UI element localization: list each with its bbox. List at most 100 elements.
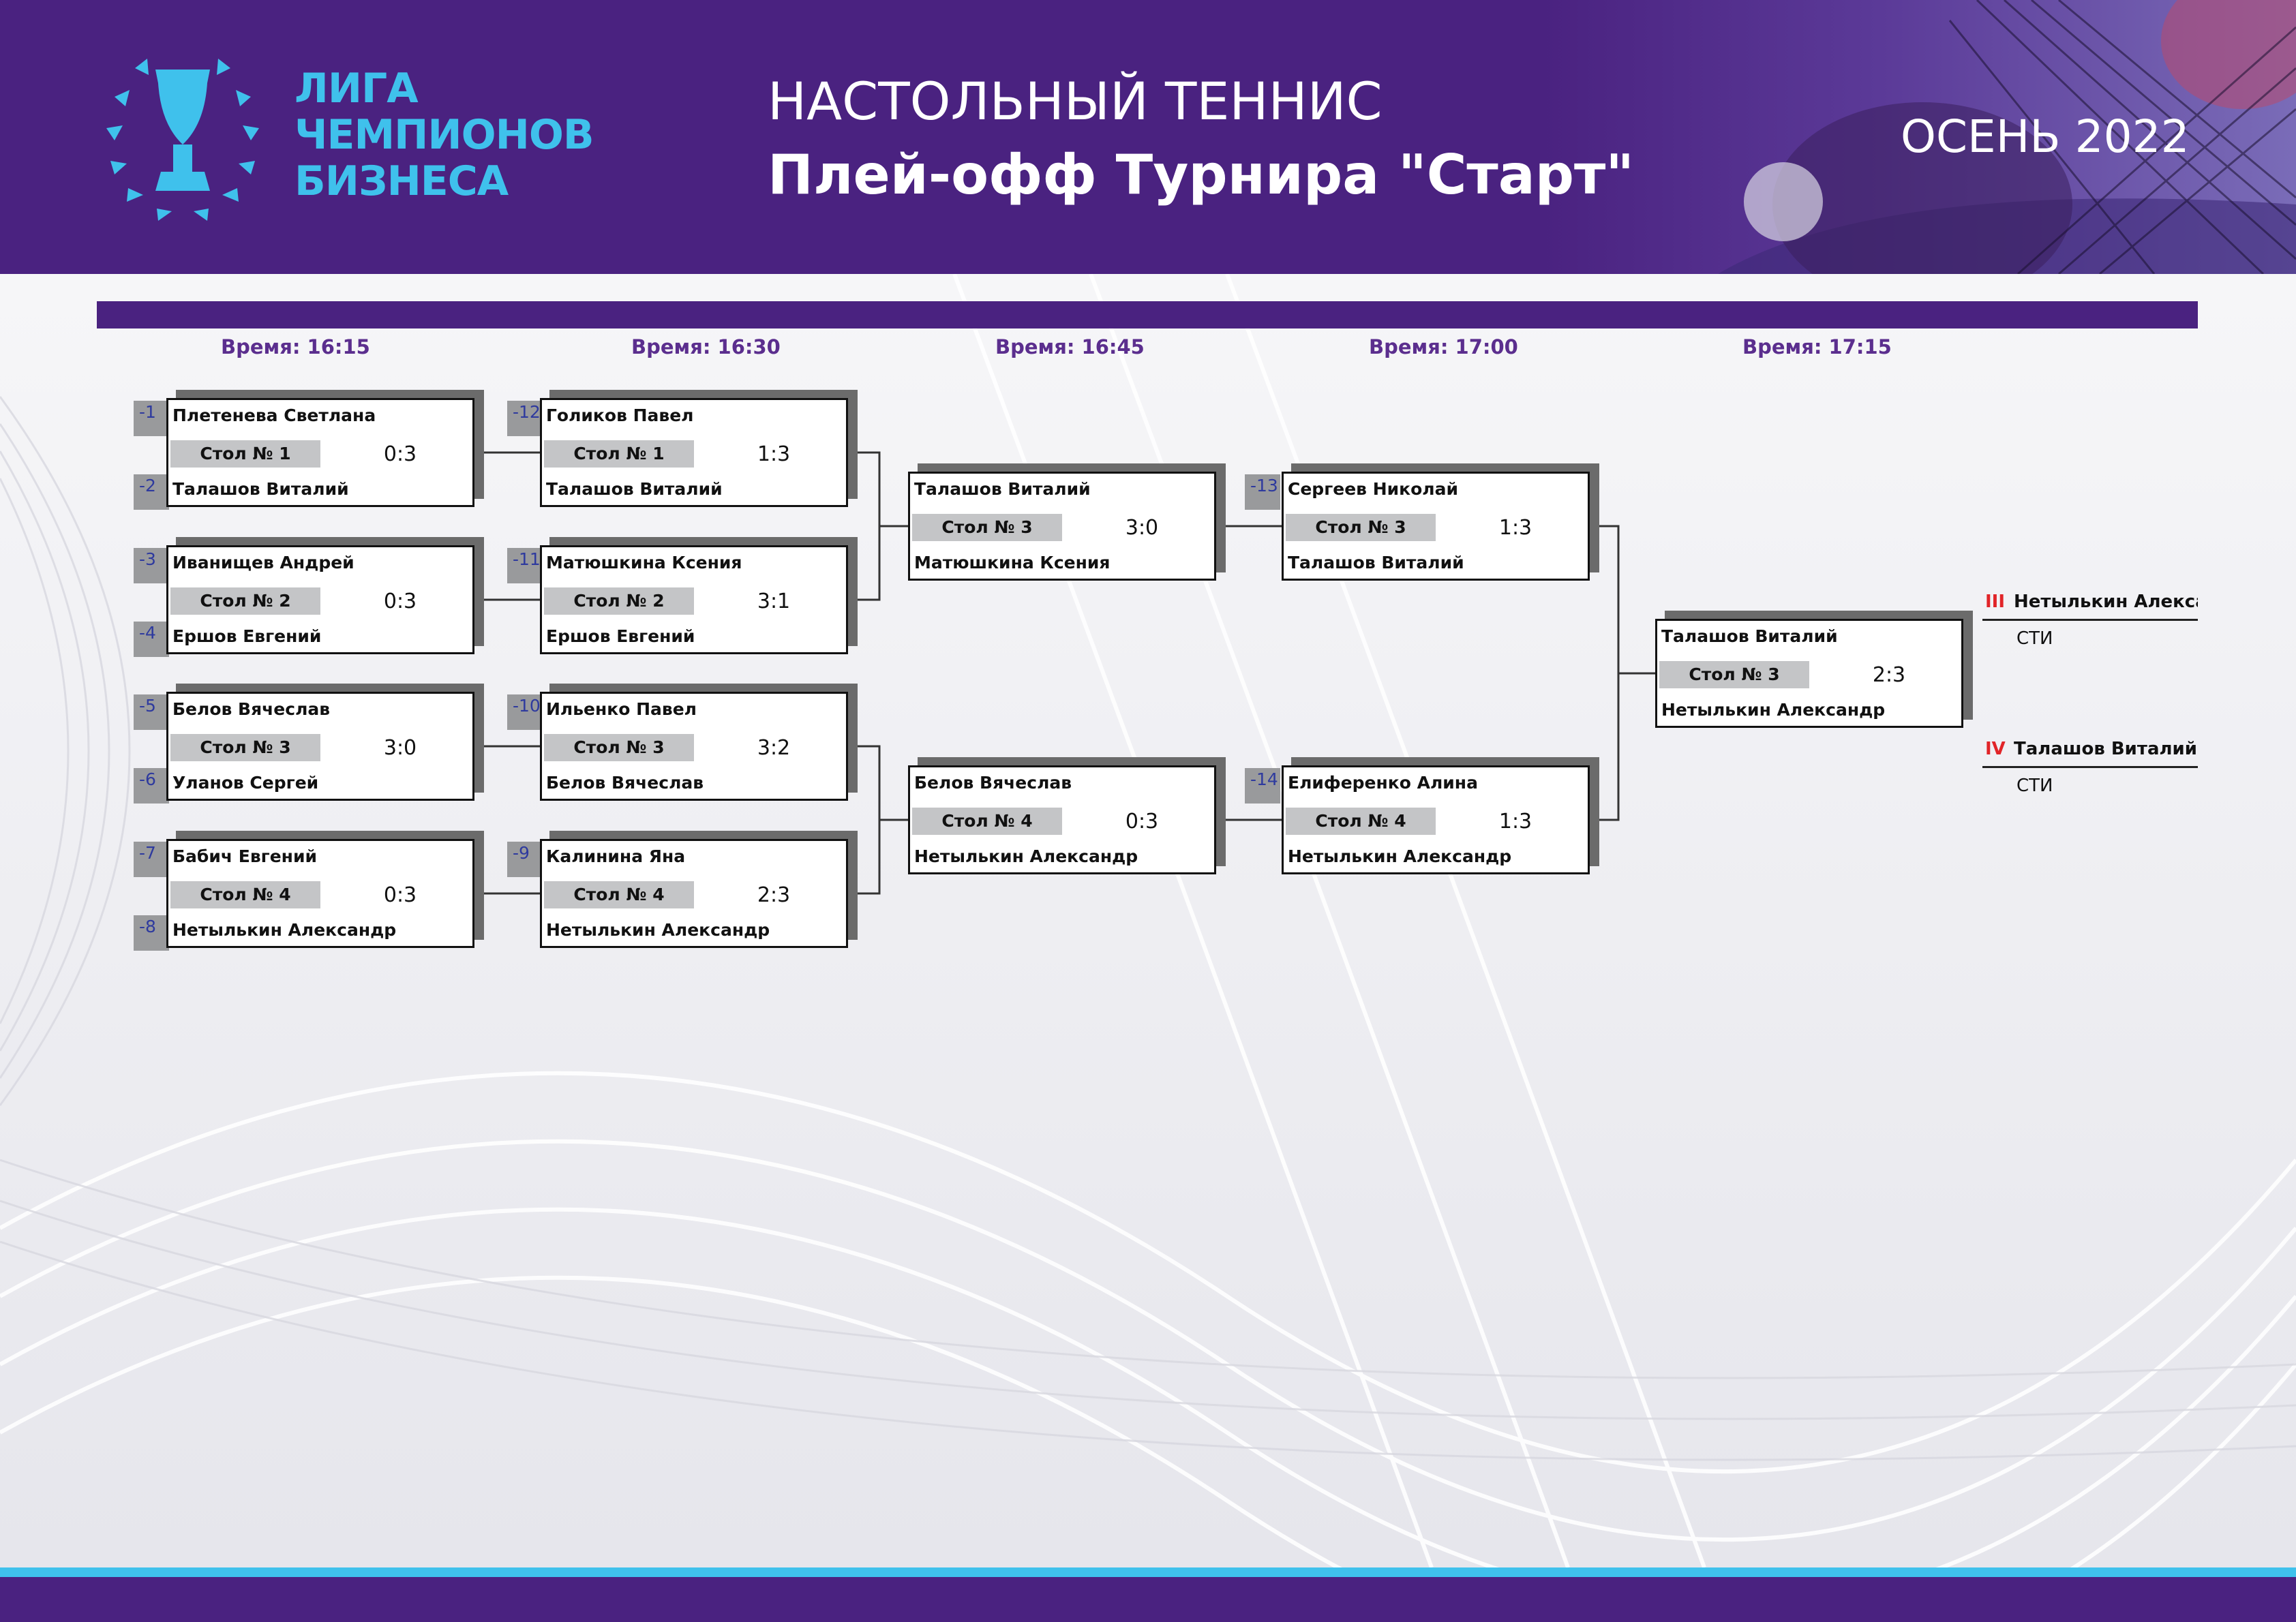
match-card: Елиференко Алина Стол № 4 1:3 Нетылькин … [1282, 765, 1590, 874]
table-label: Стол № 2 [544, 585, 694, 617]
place-3-org: СТИ [2016, 628, 2053, 649]
match-card: Талашов Виталий Стол № 3 2:3 Нетылькин А… [1655, 619, 1963, 728]
table-label: Стол № 4 [544, 879, 694, 911]
seed-badge: -10 [507, 694, 543, 730]
logo-line-2: ЧЕМПИОНОВ [294, 111, 594, 159]
player-top: Талашов Виталий [1661, 626, 1838, 646]
table-label: Стол № 1 [544, 438, 694, 470]
match-score: 2:3 [757, 883, 791, 907]
match-box: Ильенко Павел Стол № 3 3:2 Белов Вячесла… [540, 684, 858, 801]
match-score: 3:0 [383, 736, 417, 760]
match-card: Калинина Яна Стол № 4 2:3 Нетылькин Алек… [540, 839, 848, 948]
match-score: 1:3 [1498, 810, 1532, 833]
seed-badge: -2 [134, 474, 169, 510]
player-top: Плетенева Светлана [172, 406, 376, 425]
match-score: 0:3 [383, 883, 417, 907]
seed-badge: -6 [134, 768, 169, 804]
round-2-time: Время: 16:30 [631, 335, 781, 358]
seed-badge: -5 [134, 694, 169, 730]
player-top: Ильенко Павел [546, 699, 697, 719]
seed-badge: -14 [1245, 768, 1280, 804]
match-card: Голиков Павел Стол № 1 1:3 Талашов Витал… [540, 398, 848, 507]
player-top: Белов Вячеслав [914, 773, 1072, 793]
seed-badge: -8 [134, 915, 169, 951]
match-box: Белов Вячеслав Стол № 4 0:3 Нетылькин Ал… [908, 757, 1226, 874]
player-bottom: Талашов Виталий [546, 479, 723, 499]
place-3-underline [1982, 619, 2198, 621]
match-score: 3:2 [757, 736, 791, 760]
round-1-time: Время: 16:15 [221, 335, 370, 358]
match-score: 0:3 [383, 442, 417, 466]
table-label: Стол № 4 [170, 879, 320, 911]
seed-badge: -11 [507, 548, 543, 583]
footer-bar [0, 1577, 2296, 1622]
table-tennis-photo-icon [1541, 0, 2296, 274]
match-box: Талашов Виталий Стол № 3 3:0 Матюшкина К… [908, 463, 1226, 581]
table-label: Стол № 3 [1659, 659, 1809, 690]
champions-cup-logo-icon [106, 59, 259, 221]
player-bottom: Ершов Евгений [172, 626, 322, 646]
match-card: Белов Вячеслав Стол № 4 0:3 Нетылькин Ал… [908, 765, 1216, 874]
match-box: Калинина Яна Стол № 4 2:3 Нетылькин Алек… [540, 831, 858, 948]
player-top: Матюшкина Ксения [546, 553, 742, 572]
player-bottom: Нетылькин Александр [914, 846, 1138, 866]
match-box: Матюшкина Ксения Стол № 2 3:1 Ершов Евге… [540, 537, 858, 654]
place-3-name: Нетылькин Александр [2014, 592, 2198, 612]
match-box: Голиков Павел Стол № 1 1:3 Талашов Витал… [540, 390, 858, 507]
match-card: Плетенева Светлана Стол № 1 0:3 Талашов … [166, 398, 474, 507]
table-label: Стол № 3 [170, 732, 320, 763]
footer-accent-stripe [0, 1567, 2296, 1577]
match-box: Белов Вячеслав Стол № 3 3:0 Уланов Серге… [166, 684, 484, 801]
page-title: Плей-офф Турнира "Старт" [768, 143, 1635, 206]
table-label: Стол № 3 [544, 732, 694, 763]
seed-badge: -3 [134, 548, 169, 583]
player-top: Голиков Павел [546, 406, 694, 425]
sport-title: НАСТОЛЬНЫЙ ТЕННИС [768, 71, 1383, 132]
player-bottom: Нетылькин Александр [1288, 846, 1512, 866]
match-score: 0:3 [1125, 810, 1159, 833]
player-bottom: Белов Вячеслав [546, 773, 704, 793]
player-bottom: Нетылькин Александр [546, 920, 770, 940]
match-box: Сергеев Николай Стол № 3 1:3 Талашов Вит… [1282, 463, 1599, 581]
player-top: Калинина Яна [546, 846, 686, 866]
table-label: Стол № 4 [1286, 806, 1436, 837]
match-card: Белов Вячеслав Стол № 3 3:0 Уланов Серге… [166, 692, 474, 801]
player-bottom: Талашов Виталий [172, 479, 349, 499]
table-label: Стол № 3 [1286, 512, 1436, 543]
match-card: Сергеев Николай Стол № 3 1:3 Талашов Вит… [1282, 472, 1590, 581]
player-bottom: Уланов Сергей [172, 773, 319, 793]
place-4-underline [1982, 766, 2198, 768]
match-box: Иванищев Андрей Стол № 2 0:3 Ершов Евген… [166, 537, 484, 654]
match-score: 3:1 [757, 590, 791, 613]
seed-badge: -13 [1245, 474, 1280, 510]
match-card: Бабич Евгений Стол № 4 0:3 Нетылькин Але… [166, 839, 474, 948]
match-score: 3:0 [1125, 516, 1159, 540]
seed-badge: -4 [134, 622, 169, 657]
player-top: Иванищев Андрей [172, 553, 354, 572]
seed-badge: -1 [134, 401, 169, 436]
player-bottom: Нетылькин Александр [172, 920, 397, 940]
logo-line-1: ЛИГА [294, 65, 419, 112]
logo-wordmark: ЛИГА ЧЕМПИОНОВ БИЗНЕСА [294, 65, 594, 204]
match-card: Матюшкина Ксения Стол № 2 3:1 Ершов Евге… [540, 545, 848, 654]
round-4-time: Время: 17:00 [1369, 335, 1518, 358]
timeline-bar [97, 301, 2198, 328]
player-bottom: Талашов Виталий [1288, 553, 1464, 572]
round-5-time: Время: 17:15 [1742, 335, 1892, 358]
player-top: Талашов Виталий [914, 479, 1091, 499]
player-top: Бабич Евгений [172, 846, 317, 866]
match-score: 1:3 [757, 442, 791, 466]
player-top: Белов Вячеслав [172, 699, 331, 719]
round-3-time: Время: 16:45 [995, 335, 1145, 358]
seed-badge: -7 [134, 842, 169, 877]
match-card: Иванищев Андрей Стол № 2 0:3 Ершов Евген… [166, 545, 474, 654]
seed-badge: -12 [507, 401, 543, 436]
place-4-name: Талашов Виталий [2014, 739, 2197, 759]
match-score: 0:3 [383, 590, 417, 613]
place-3-number: III [1985, 592, 2006, 612]
match-box: Елиференко Алина Стол № 4 1:3 Нетылькин … [1282, 757, 1599, 874]
match-score: 1:3 [1498, 516, 1532, 540]
table-label: Стол № 2 [170, 585, 320, 617]
player-bottom: Нетылькин Александр [1661, 700, 1886, 720]
